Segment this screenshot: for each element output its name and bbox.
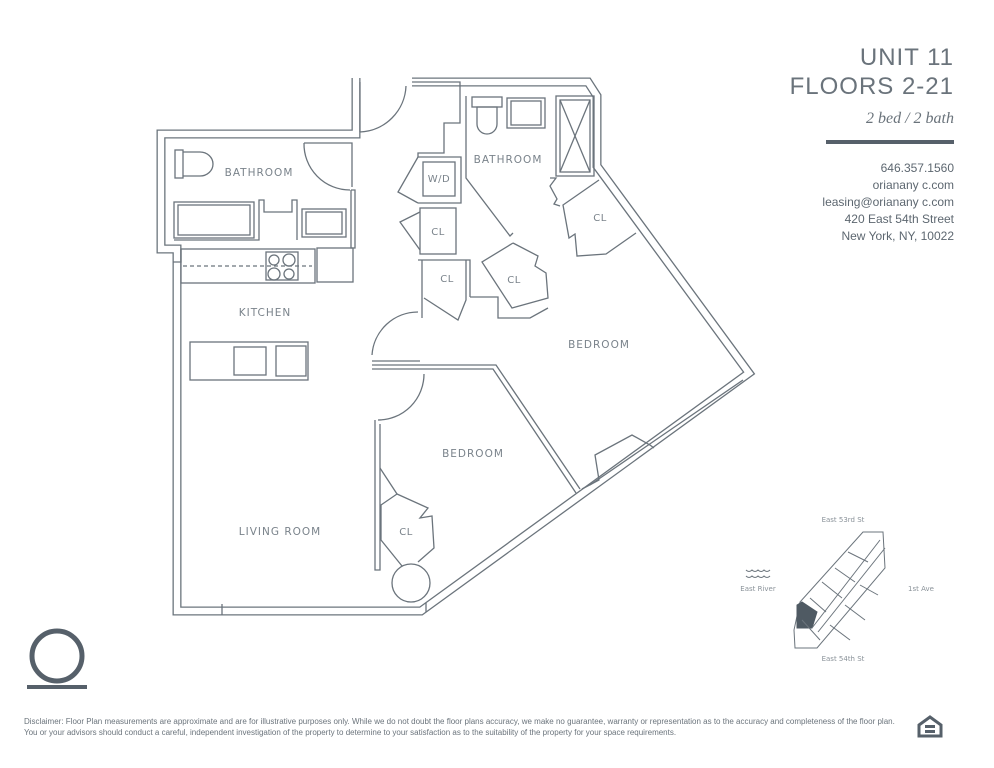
closet <box>379 467 403 567</box>
closet-door <box>399 211 421 251</box>
bed-bath-subtitle: 2 bed / 2 bath <box>866 110 954 127</box>
entry-door <box>359 82 407 133</box>
key-west-label: East River <box>740 585 776 593</box>
toilet-icon <box>183 151 214 177</box>
wall <box>549 177 561 207</box>
wall <box>418 259 471 297</box>
washer-dryer <box>422 161 456 197</box>
floors-title: FLOORS 2-21 <box>789 73 954 100</box>
closet <box>562 179 637 257</box>
closet-door <box>396 493 435 563</box>
bedroom-wall <box>372 368 577 494</box>
bathtub-inner <box>177 204 251 236</box>
room-label-bedroom: BEDROOM <box>442 448 504 460</box>
bathroom-wall <box>174 199 298 241</box>
bathroom-wall <box>350 189 356 249</box>
room-label-bedroom: BEDROOM <box>568 339 630 351</box>
key-plan <box>745 531 886 649</box>
website-link[interactable]: orianany c.com <box>872 178 954 192</box>
column <box>391 563 431 603</box>
room-label-bathroom: BATHROOM <box>225 167 294 179</box>
closet <box>419 207 457 255</box>
bathtub-icon <box>173 201 255 239</box>
window-line <box>589 379 744 486</box>
shower-icon <box>555 95 595 177</box>
address-line-2: New York, NY, 10022 <box>841 229 954 243</box>
phone[interactable]: 646.357.1560 <box>880 161 954 175</box>
bathroom-wall <box>465 96 514 237</box>
cooktop-icon <box>265 251 299 281</box>
dishwasher-icon <box>275 345 307 377</box>
oriana-logo <box>27 628 87 689</box>
kitchen-counter <box>180 248 316 284</box>
highlighted-unit <box>796 601 818 629</box>
sink-inner <box>305 211 343 235</box>
wall <box>374 420 381 571</box>
sink-inner <box>510 100 542 126</box>
label-closet: CL <box>593 213 607 224</box>
label-closet: CL <box>399 527 413 538</box>
wall <box>470 296 549 319</box>
bathroom-wall <box>304 142 353 187</box>
closet-door <box>397 156 419 204</box>
label-washer-dryer: W/D <box>428 174 450 185</box>
address-line-1: 420 East 54th Street <box>844 212 954 226</box>
label-closet: CL <box>507 275 521 286</box>
key-east-label: 1st Ave <box>908 585 934 593</box>
room-label-living-room: LIVING ROOM <box>239 526 321 538</box>
fridge-icon <box>316 247 354 283</box>
sink-icon <box>506 97 546 129</box>
wall <box>173 249 182 263</box>
closet-door <box>423 260 467 321</box>
contact-block: 646.357.1560 orianany c.com leasing@oria… <box>822 160 954 245</box>
bedroom-wall <box>372 364 581 490</box>
label-closet: CL <box>431 227 445 238</box>
room-label-bathroom: BATHROOM <box>474 154 543 166</box>
unit-title: UNIT 11 <box>859 44 954 71</box>
wd-closet-wall <box>412 81 462 204</box>
key-north-street: East 53rd St <box>822 516 865 524</box>
equal-housing-icon <box>917 715 943 738</box>
exterior-wall-inner <box>157 78 754 615</box>
key-south-street: East 54th St <box>822 655 865 663</box>
kitchen-island <box>189 341 309 381</box>
bedroom-door <box>377 373 425 421</box>
bedroom-door <box>371 311 419 356</box>
sink-icon <box>301 208 347 238</box>
water-icon <box>745 569 771 578</box>
header-divider <box>826 140 954 144</box>
closet <box>481 242 549 309</box>
kitchen-sink-icon <box>233 346 267 376</box>
bathroom-door <box>303 142 351 191</box>
toilet-icon <box>174 149 184 179</box>
email-link[interactable]: leasing@orianany c.com <box>822 195 954 209</box>
toilet-icon <box>476 106 498 135</box>
disclaimer: Disclaimer: Floor Plan measurements are … <box>24 717 895 737</box>
toilet-icon <box>471 96 503 108</box>
room-label-kitchen: KITCHEN <box>239 307 292 319</box>
label-closet: CL <box>440 274 454 285</box>
